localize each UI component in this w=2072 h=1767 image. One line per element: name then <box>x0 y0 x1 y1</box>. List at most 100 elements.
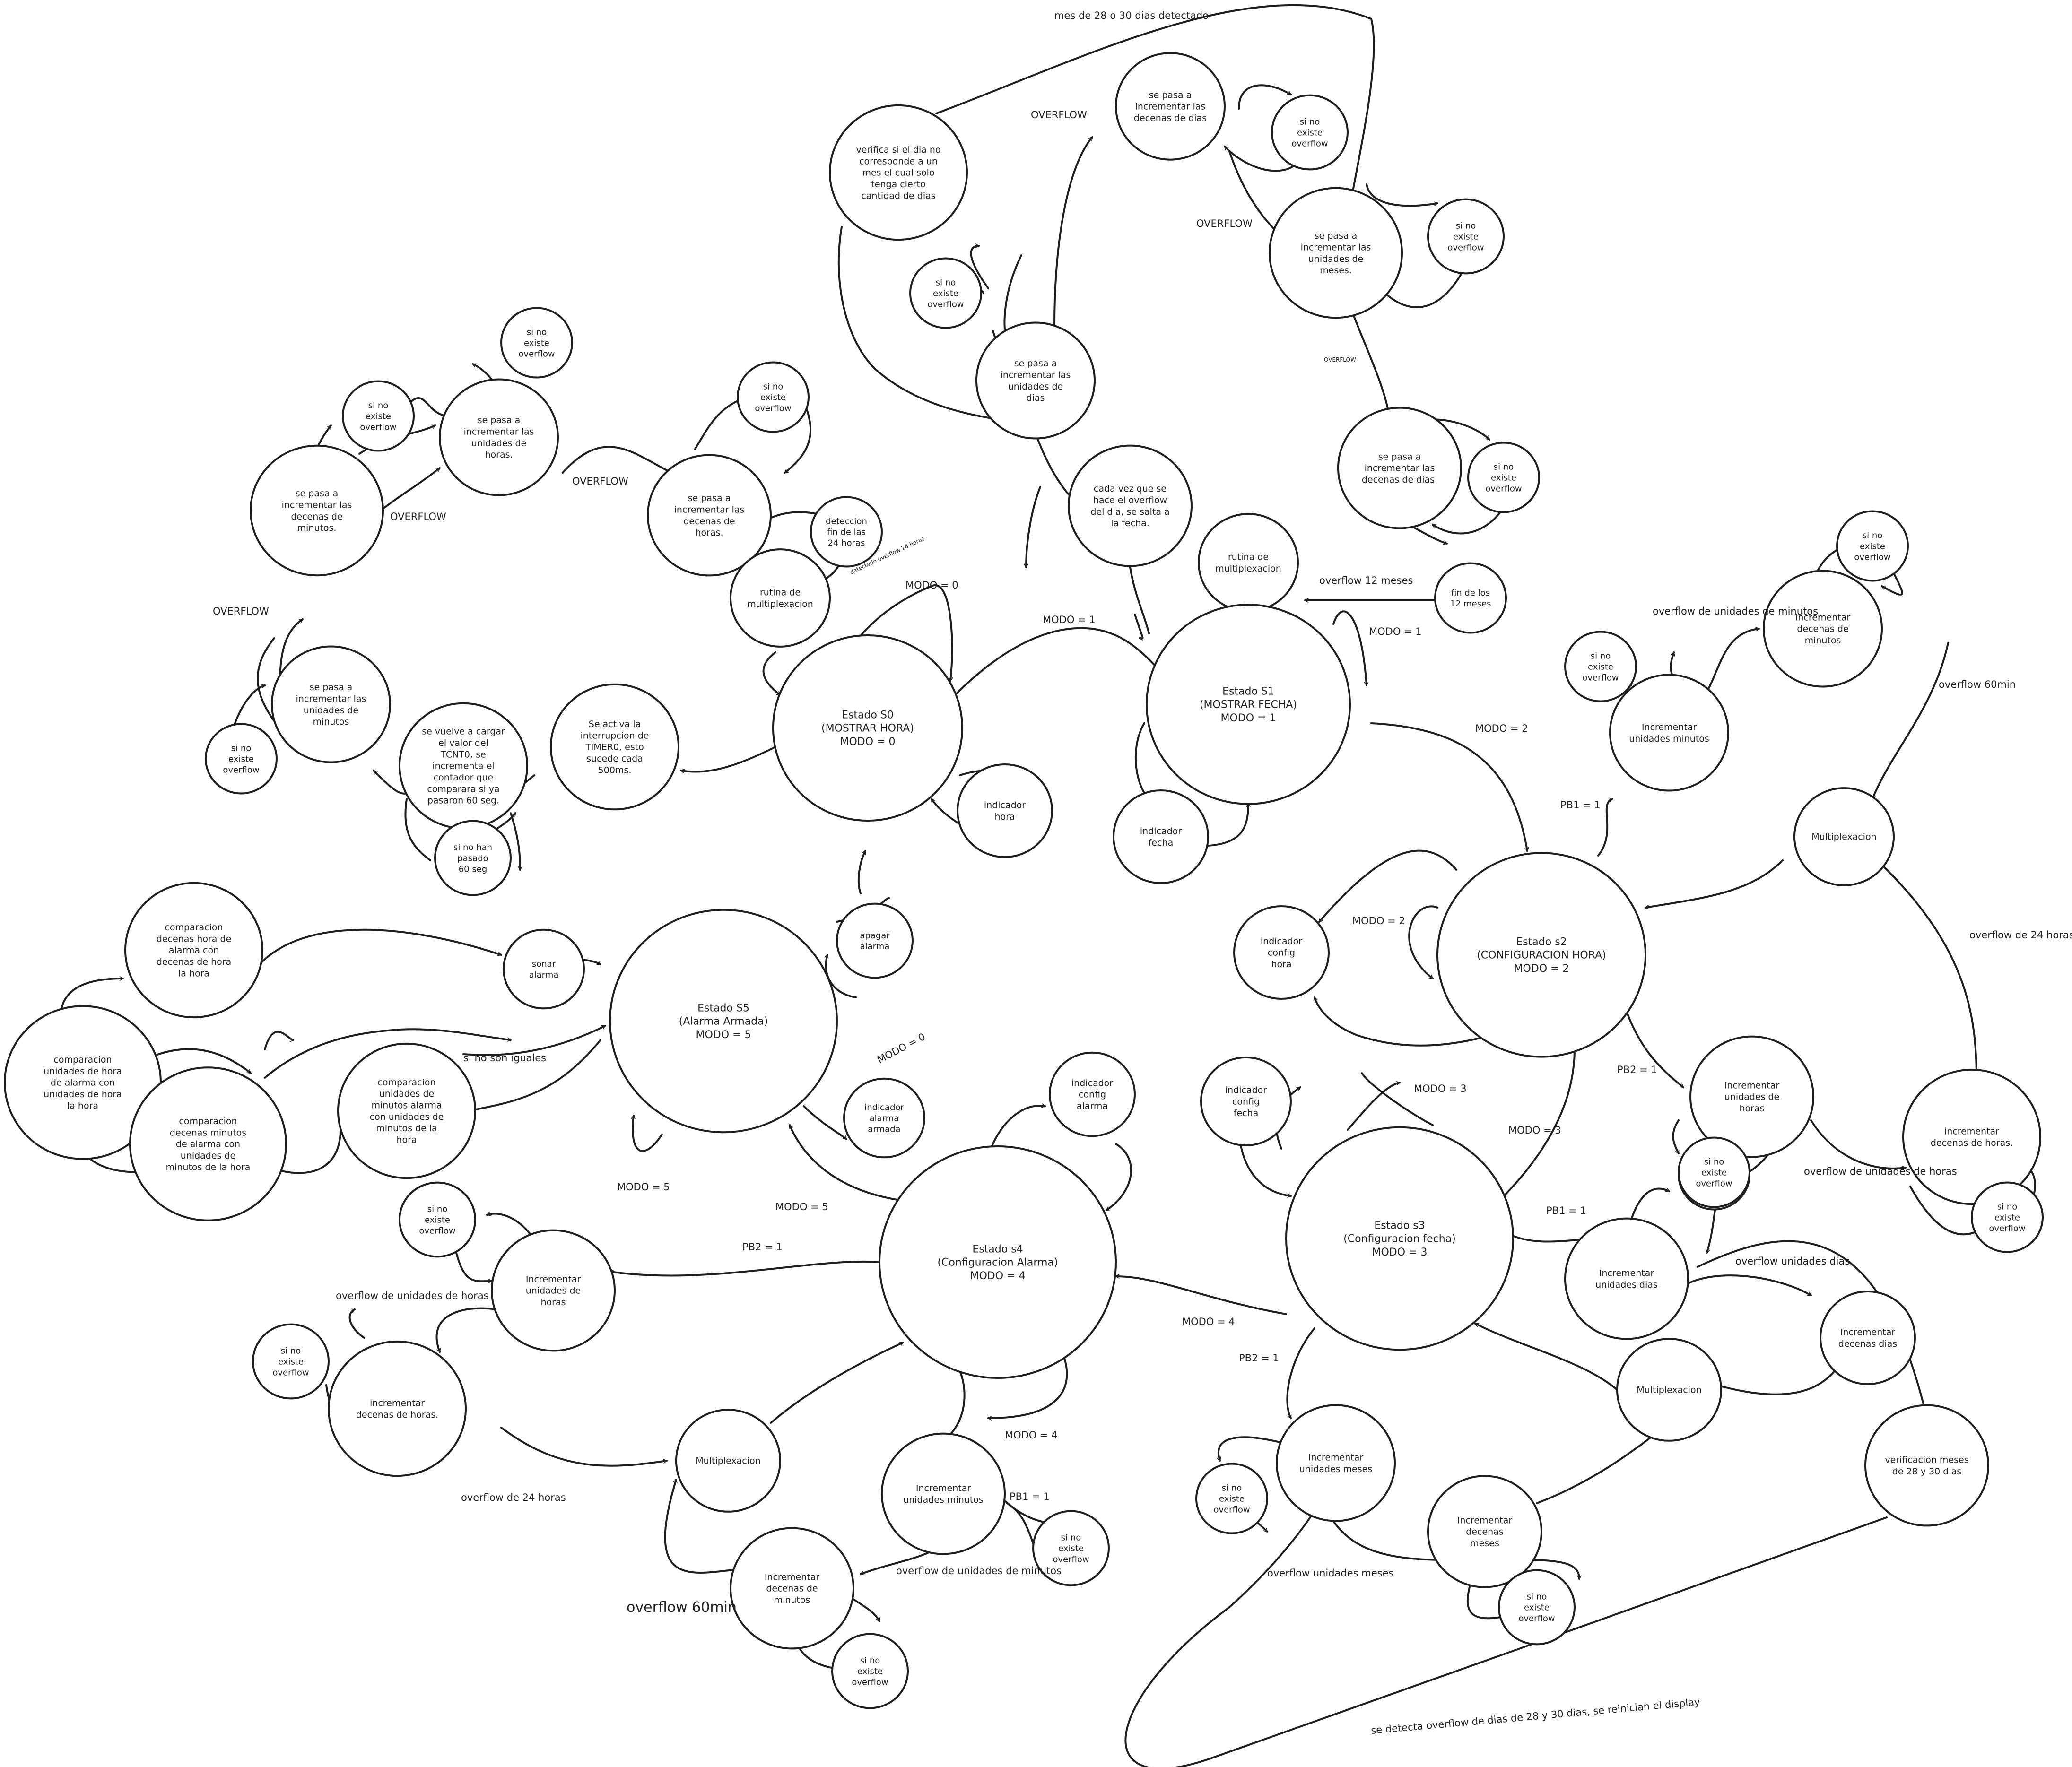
node-circle <box>737 361 810 433</box>
n-s5-node: Estado S5(Alarma Armada)MODO = 5 <box>609 909 838 1134</box>
label-modo-5: MODO = 5 <box>775 1201 828 1213</box>
node-circle <box>1271 94 1349 171</box>
label-overflow-unidades-meses: overflow unidades meses <box>1267 1568 1393 1579</box>
node-circle <box>1436 852 1646 1058</box>
node-circle <box>503 928 585 1010</box>
node-circle <box>881 1432 1006 1555</box>
node-circle <box>831 1633 909 1709</box>
label-overflow: OVERFLOW <box>1324 356 1356 363</box>
node-circle <box>1609 674 1729 792</box>
node-circle <box>1902 1068 2041 1205</box>
label-pb1: PB1 = 1 <box>1010 1491 1050 1502</box>
node-label: Multiplexacion <box>1637 1385 1701 1395</box>
node-circle <box>975 321 1096 440</box>
node-circle <box>129 1066 287 1221</box>
node-circle <box>124 882 263 1019</box>
node-circle <box>1434 562 1507 634</box>
node-label: Multiplexacion <box>1811 832 1876 842</box>
n-s1-node: Estado S1(MOSTRAR FECHA)MODO = 1 <box>1146 604 1351 805</box>
node-circle <box>1198 513 1299 612</box>
node-circle <box>879 1145 1117 1379</box>
node-circle <box>1820 1291 1916 1385</box>
node-circle <box>772 634 963 822</box>
node-circle <box>1115 52 1226 161</box>
label-pb2: PB2 = 1 <box>742 1241 783 1253</box>
node-circle <box>1689 1035 1814 1158</box>
transition-arrows <box>59 4 2036 1767</box>
node-circle <box>439 378 559 496</box>
node-circle <box>1467 442 1540 513</box>
label-overflow: OVERFLOW <box>572 476 628 487</box>
label-modo-3: MODO = 3 <box>1508 1125 1561 1136</box>
node-circle <box>647 454 772 577</box>
node-circle <box>1337 407 1462 529</box>
node-circle <box>957 763 1053 858</box>
node-circle <box>1564 1217 1689 1340</box>
node-label: Estado s2(CONFIGURACION HORA)MODO = 2 <box>1477 936 1606 975</box>
label-overflow-12-meses: overflow 12 meses <box>1319 575 1413 586</box>
node-circle <box>1971 1181 2044 1253</box>
node-circle <box>1427 198 1505 275</box>
node-circle <box>205 723 278 795</box>
label-overflow-unidades-dias: overflow unidades dias <box>1735 1256 1850 1267</box>
node-circle <box>550 683 679 811</box>
node-circle <box>1032 1510 1110 1586</box>
node-label: Estado s4(Configuracion Alarma)MODO = 4 <box>937 1244 1058 1282</box>
node-circle <box>399 1181 476 1258</box>
label-modo-0: MODO = 0 <box>905 580 958 591</box>
node-circle <box>491 1229 616 1352</box>
n-s4-node: Estado s4(Configuracion Alarma)MODO = 4 <box>879 1145 1117 1379</box>
label-pb2: PB2 = 1 <box>1617 1064 1657 1075</box>
